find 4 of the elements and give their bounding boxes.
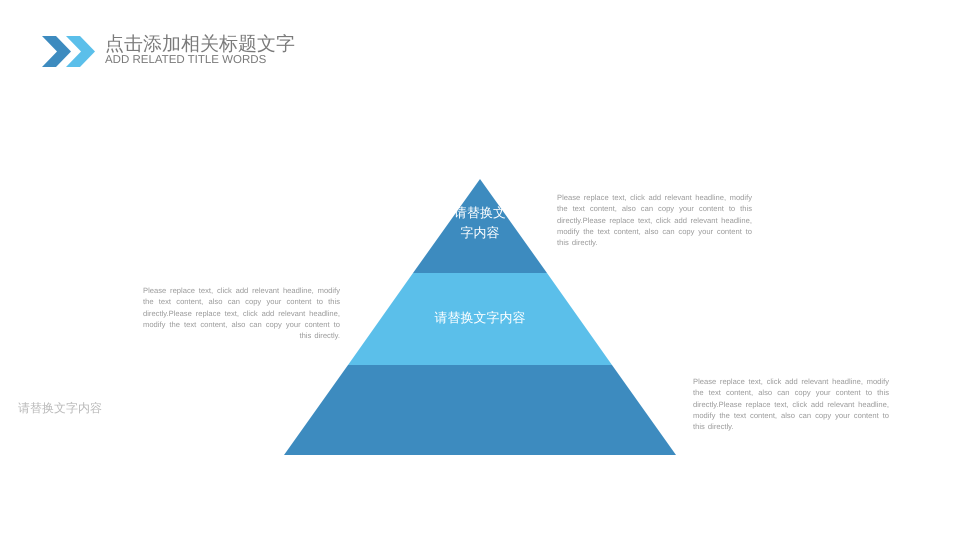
- tier-label: 请替换文字内容: [434, 310, 526, 328]
- title: 点击添加相关标题文字: [105, 32, 295, 55]
- subtitle: ADD RELATED TITLE WORDS: [105, 54, 266, 66]
- faint-text: 请替换文字内容: [18, 400, 102, 417]
